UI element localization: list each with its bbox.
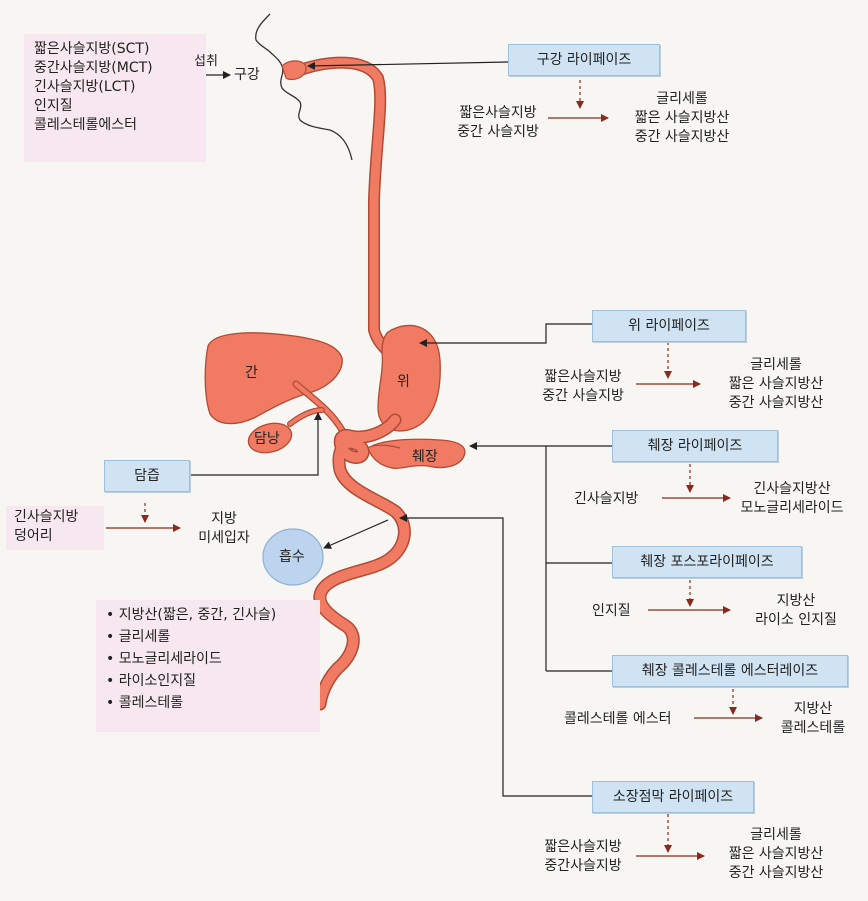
bile-input-1: 긴사슬지방 xyxy=(14,509,79,525)
absorption-item-monoglyceride: 모노글리세라이드 xyxy=(106,648,310,670)
enzyme-box-gastric-lipase: 위 라이페이즈 xyxy=(592,310,746,342)
oral-input: 짧은사슬지방 중간 사슬지방 xyxy=(448,104,548,142)
intake-item-cholesterol-ester: 콜레스테롤에스터 xyxy=(34,117,138,133)
intake-item-phospholipid: 인지질 xyxy=(34,98,73,114)
bile-output-1: 지방 xyxy=(211,511,237,527)
pancreatic-lipase-input: 긴사슬지방 xyxy=(574,491,639,507)
intake-item-lct: 긴사슬지방(LCT) xyxy=(34,79,136,95)
gallbladder-label: 담낭 xyxy=(254,431,280,447)
intake-item-mct: 중간사슬지방(MCT) xyxy=(34,60,153,76)
enzyme-name-mucosal-lipase: 소장점막 라이페이즈 xyxy=(612,789,734,805)
reaction-arrows xyxy=(106,80,763,860)
bile-input: 긴사슬지방 덩어리 xyxy=(6,506,104,550)
gastric-input: 짧은사슬지방 중간 사슬지방 xyxy=(530,368,636,406)
pancreatic-lipase-output: 긴사슬지방산 모노글리세라이드 xyxy=(732,480,852,518)
mucosal-output: 글리세롤 짧은 사슬지방산 중간 사슬지방산 xyxy=(706,826,846,883)
absorption-item-glycerol: 글리세롤 xyxy=(106,626,310,648)
enzyme-name-pancreatic-phospholipase: 췌장 포스포라이페이즈 xyxy=(640,554,774,570)
mucosal-output-1: 글리세롤 xyxy=(750,827,802,843)
absorption-item-cholesterol: 콜레스테롤 xyxy=(106,692,310,714)
intake-item-sct: 짧은사슬지방(SCT) xyxy=(34,41,150,57)
gastric-output: 글리세롤 짧은 사슬지방산 중간 사슬지방산 xyxy=(706,356,846,413)
enzyme-name-pancreatic-lipase: 췌장 라이페이즈 xyxy=(647,438,743,454)
head-profile xyxy=(255,13,353,161)
cholesterol-esterase-output: 지방산 콜레스테롤 xyxy=(768,700,858,738)
enzyme-box-pancreatic-phospholipase: 췌장 포스포라이페이즈 xyxy=(612,546,802,578)
mucosal-input-2: 중간사슬지방 xyxy=(544,858,622,874)
pancreatic-lipase-output-2: 모노글리세라이드 xyxy=(740,500,844,516)
gastric-input-2: 중간 사슬지방 xyxy=(542,388,624,404)
bile-output: 지방 미세입자 xyxy=(186,510,262,548)
phospholipase-output-2: 라이소 인지질 xyxy=(755,612,837,628)
enzyme-box-pancreatic-lipase: 췌장 라이페이즈 xyxy=(612,430,778,462)
phospholipase-output: 지방산 라이소 인지질 xyxy=(736,592,856,630)
absorption-item-fatty-acids: 지방산(짧은, 중간, 긴사슬) xyxy=(106,604,310,626)
absorption-item-lysophospholipid: 라이소인지질 xyxy=(106,670,310,692)
intake-verb: 섭취 xyxy=(194,54,218,69)
bile-box: 담즙 xyxy=(104,460,190,492)
gastric-output-3: 중간 사슬지방산 xyxy=(728,395,824,411)
intake-box: 짧은사슬지방(SCT) 중간사슬지방(MCT) 긴사슬지방(LCT) 인지질 콜… xyxy=(24,34,206,162)
cholesterol-esterase-output-2: 콜레스테롤 xyxy=(780,720,846,736)
bile-input-2: 덩어리 xyxy=(14,528,53,544)
absorption-list: 지방산(짧은, 중간, 긴사슬) 글리세롤 모노글리세라이드 라이소인지질 콜레… xyxy=(106,604,310,714)
oral-output-1: 글리세롤 xyxy=(656,91,708,107)
mouth-cavity xyxy=(281,60,307,81)
enzyme-name-cholesterol-esterase: 췌장 콜레스테롤 에스터레이즈 xyxy=(641,663,819,679)
mucosal-input-1: 짧은사슬지방 xyxy=(544,839,622,855)
mucosal-output-2: 짧은 사슬지방산 xyxy=(728,846,824,862)
enzyme-name-oral-lipase: 구강 라이페이즈 xyxy=(536,52,632,68)
pancreas-label: 췌장 xyxy=(412,449,438,465)
phospholipase-input: 인지질 xyxy=(592,603,631,619)
gastric-output-2: 짧은 사슬지방산 xyxy=(728,376,824,392)
absorption-circle xyxy=(262,528,324,586)
oral-input-1: 짧은사슬지방 xyxy=(459,105,537,121)
enzyme-box-oral-lipase: 구강 라이페이즈 xyxy=(508,44,660,76)
bile-label: 담즙 xyxy=(134,468,160,484)
intake-target: 구강 xyxy=(234,67,260,83)
oral-output-3: 중간 사슬지방산 xyxy=(634,129,730,145)
mucosal-input: 짧은사슬지방 중간사슬지방 xyxy=(530,838,636,876)
enzyme-box-mucosal-lipase: 소장점막 라이페이즈 xyxy=(592,781,754,813)
gastric-output-1: 글리세롤 xyxy=(750,357,802,373)
liver-label: 간 xyxy=(245,365,258,381)
phospholipase-output-1: 지방산 xyxy=(776,593,816,609)
absorption-label: 흡수 xyxy=(279,549,305,565)
enzyme-box-cholesterol-esterase: 췌장 콜레스테롤 에스터레이즈 xyxy=(612,655,848,687)
cholesterol-esterase-output-1: 지방산 xyxy=(793,701,833,717)
absorption-list-box: 지방산(짧은, 중간, 긴사슬) 글리세롤 모노글리세라이드 라이소인지질 콜레… xyxy=(96,600,320,732)
gallbladder-shape xyxy=(247,422,293,454)
oral-output-2: 짧은 사슬지방산 xyxy=(634,110,730,126)
gastric-input-1: 짧은사슬지방 xyxy=(544,369,622,385)
oral-input-2: 중간 사슬지방 xyxy=(457,124,539,140)
oral-output: 글리세롤 짧은 사슬지방산 중간 사슬지방산 xyxy=(612,90,752,147)
enzyme-name-gastric-lipase: 위 라이페이즈 xyxy=(628,318,710,334)
liver-shape xyxy=(204,332,343,425)
mucosal-output-3: 중간 사슬지방산 xyxy=(728,865,824,881)
pancreatic-lipase-output-1: 긴사슬지방산 xyxy=(753,481,831,497)
stomach-label: 위 xyxy=(397,374,410,390)
bile-output-2: 미세입자 xyxy=(198,530,250,546)
cholesterol-esterase-input: 콜레스테롤 에스터 xyxy=(564,711,672,727)
